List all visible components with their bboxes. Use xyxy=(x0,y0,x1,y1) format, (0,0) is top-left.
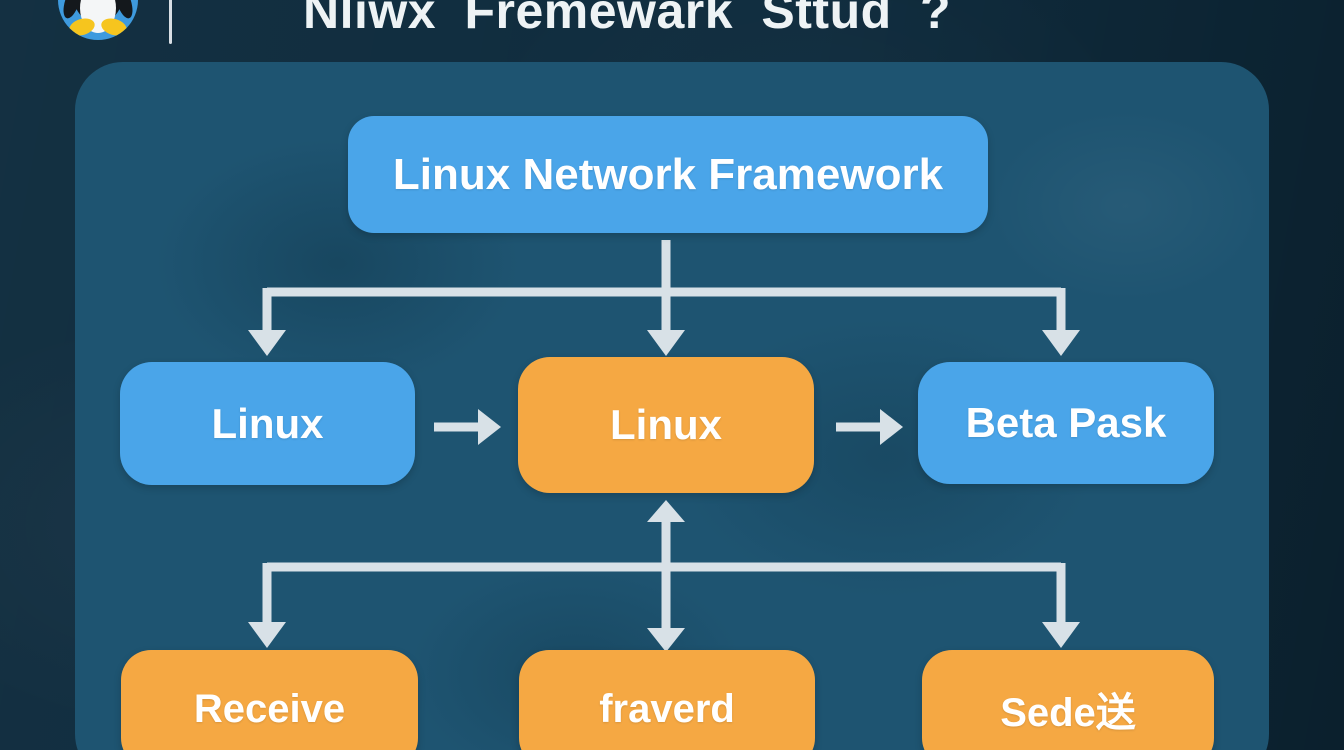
page-title: Nliwx Fremewark Sttud ? xyxy=(303,0,952,39)
arrowhead-right-icon xyxy=(478,409,501,445)
node-label: Beta Pask xyxy=(965,399,1167,446)
arrowhead-down-icon xyxy=(248,622,286,648)
node-label: fraverd xyxy=(599,686,735,731)
node-label: Linux xyxy=(211,399,324,447)
arrowhead-down-icon xyxy=(647,628,685,652)
arrowhead-down-icon xyxy=(647,330,685,356)
header-divider xyxy=(169,0,172,44)
arrowhead-down-icon xyxy=(1042,622,1080,648)
arrowhead-down-icon xyxy=(1042,330,1080,356)
arrowhead-up-icon xyxy=(647,500,685,522)
node-sede: Sede送 xyxy=(922,650,1214,750)
node-linux-center: Linux xyxy=(518,357,814,493)
arrowhead-right-icon xyxy=(880,409,903,445)
node-receive: Receive xyxy=(121,650,418,750)
node-beta-pask: Beta Pask xyxy=(918,362,1214,484)
node-fraverd: fraverd xyxy=(519,650,815,750)
node-label: Sede送 xyxy=(1000,691,1136,735)
penguin-icon xyxy=(63,0,133,36)
node-linux-network-framework: Linux Network Framework xyxy=(348,116,988,233)
node-label: Linux xyxy=(610,401,722,448)
node-linux-left: Linux xyxy=(120,362,415,485)
arrowhead-down-icon xyxy=(248,330,286,356)
node-label: Linux Network Framework xyxy=(392,149,944,199)
node-label: Receive xyxy=(193,686,346,731)
